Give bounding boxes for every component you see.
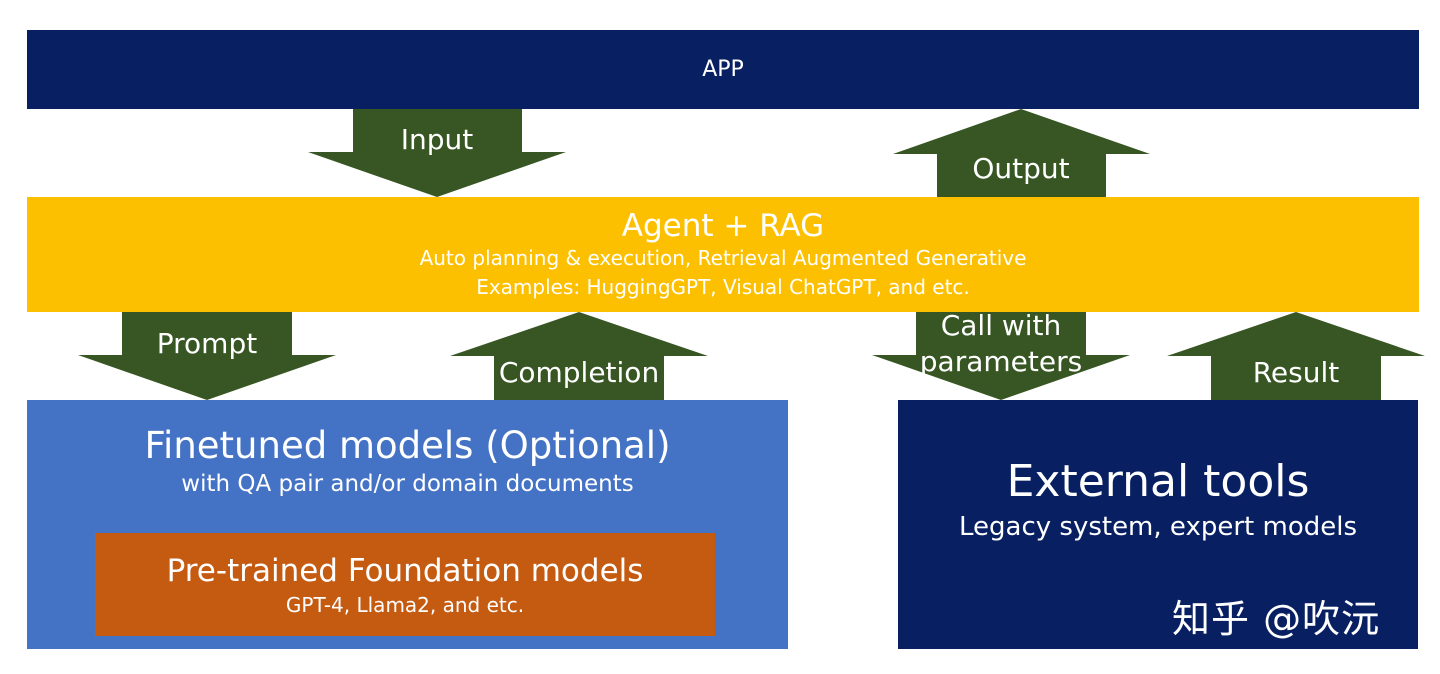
- call-arrow-label-line1: Call with: [941, 309, 1062, 342]
- pretrained-subtitle: GPT-4, Llama2, and etc.: [285, 592, 525, 617]
- finetuned-title: Finetuned models (Optional): [144, 424, 671, 467]
- input-arrow-label: Input: [401, 123, 474, 156]
- pretrained-title: Pre-trained Foundation models: [166, 552, 644, 589]
- output-arrow-label: Output: [972, 152, 1069, 185]
- completion-arrow: [450, 312, 708, 400]
- agent-subtitle: Auto planning & execution, Retrieval Aug…: [419, 245, 1027, 270]
- app-label: APP: [702, 57, 744, 82]
- prompt-arrow: [78, 312, 336, 400]
- external-tools-box: External tools Legacy system, expert mod…: [898, 400, 1418, 649]
- agent-rag-bar: Agent + RAG Auto planning & execution, R…: [27, 197, 1419, 312]
- agent-examples: Examples: HuggingGPT, Visual ChatGPT, an…: [476, 274, 970, 299]
- result-arrow: [1167, 312, 1425, 400]
- watermark: 知乎 @吹沅: [1172, 597, 1381, 641]
- finetuned-subtitle: with QA pair and/or domain documents: [181, 471, 634, 497]
- app-bar: APP: [27, 30, 1419, 109]
- call-arrow-label-line2: parameters: [920, 345, 1082, 378]
- result-arrow-label: Result: [1253, 356, 1340, 389]
- input-arrow: [308, 109, 566, 197]
- output-arrow: [893, 109, 1150, 197]
- call-arrow: [872, 312, 1130, 400]
- external-subtitle: Legacy system, expert models: [958, 511, 1357, 542]
- external-title: External tools: [1006, 455, 1310, 507]
- completion-arrow-label: Completion: [499, 356, 659, 389]
- pretrained-models-box: Pre-trained Foundation models GPT-4, Lla…: [95, 533, 715, 636]
- agent-title: Agent + RAG: [621, 207, 825, 244]
- prompt-arrow-label: Prompt: [157, 327, 257, 360]
